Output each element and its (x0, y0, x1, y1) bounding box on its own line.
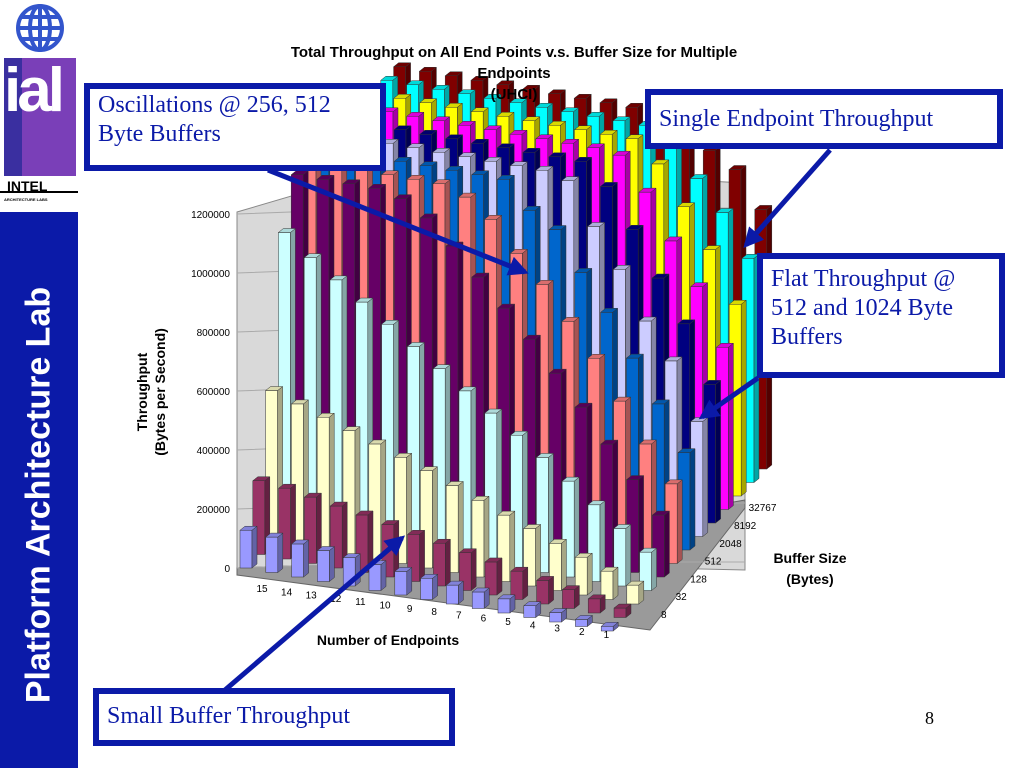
bar-ep14-buf8 (265, 532, 284, 574)
y-tick-label: 1000000 (191, 269, 230, 280)
y-tick-label: 0 (224, 564, 230, 575)
bar-ep6-buf8 (471, 587, 490, 610)
x-tick-label: 5 (505, 617, 511, 628)
z-tick-label: 512 (705, 557, 722, 568)
globe-icon (0, 4, 78, 193)
page-number: 8 (925, 708, 934, 728)
arrow-oscillations (267, 167, 529, 276)
z-tick-label: 8192 (734, 521, 757, 532)
bar-ep1-buf16 (613, 603, 632, 619)
callout-small-buffer: Small Buffer Throughput (93, 688, 455, 746)
z-axis-label-line-1: Buffer Size (773, 550, 846, 566)
callout-oscillations: Oscillations @ 256, 512 Byte Buffers (84, 83, 386, 171)
bar-ep4-buf8 (523, 601, 542, 619)
bar-ep3-buf16 (561, 585, 581, 610)
arrow-flat-throughput (698, 375, 760, 420)
y-axis-label-line-2: (Bytes per Second) (152, 328, 168, 456)
bar-ep5-buf16 (510, 566, 529, 601)
x-tick-label: 10 (379, 601, 391, 612)
x-axis-label: Number of Endpoints (317, 632, 460, 648)
sidebar: ial INTEL ARCHITECTURE LABS Platform Arc… (0, 0, 78, 768)
logo-subtitle-text: ARCHITECTURE LABS (4, 197, 48, 202)
intel-logo: ial INTEL ARCHITECTURE LABS (0, 0, 78, 212)
x-tick-label: 14 (281, 587, 293, 598)
bar-ep2-buf32 (600, 566, 619, 601)
bar-ep12-buf8 (316, 546, 336, 583)
chart-title-line-1: Total Throughput on All End Points v.s. … (291, 44, 737, 61)
y-tick-label: 600000 (197, 387, 231, 398)
bar-ep1-buf8 (600, 621, 619, 632)
z-tick-label: 32767 (749, 503, 777, 514)
y-axis-label-line-1: Throughput (134, 352, 150, 431)
x-tick-label: 3 (554, 624, 560, 635)
x-tick-label: 15 (256, 584, 268, 595)
bar-ep7-buf8 (445, 580, 465, 605)
y-tick-label: 1200000 (191, 210, 230, 221)
x-tick-label: 8 (431, 607, 437, 618)
y-tick-label: 200000 (197, 505, 231, 516)
arrow-single-endpoint (743, 148, 832, 248)
x-tick-label: 7 (456, 610, 462, 621)
z-tick-label: 128 (690, 574, 707, 585)
x-tick-label: 4 (530, 620, 536, 631)
bar-ep2-buf8 (574, 614, 594, 628)
arrow-small-buffer (223, 535, 406, 692)
bar-ep6-buf16 (484, 557, 503, 596)
x-tick-label: 13 (306, 591, 318, 602)
x-tick-label: 11 (355, 597, 366, 608)
bar-ep15-buf8 (239, 525, 258, 569)
z-axis-label-line-2: (Bytes) (786, 571, 833, 587)
bar-ep5-buf8 (497, 594, 516, 614)
bar-ep4-buf16 (535, 575, 555, 605)
bar-ep2-buf16 (587, 594, 606, 614)
bar-ep4-buf64 (561, 476, 580, 578)
z-tick-label: 8 (661, 610, 667, 621)
bar-ep8-buf16 (432, 538, 452, 587)
callout-single-endpoint: Single Endpoint Throughput (645, 89, 1003, 149)
x-tick-label: 9 (407, 604, 413, 615)
chart-title-line-2: Endpoints (477, 65, 550, 82)
bar-ep1-buf256 (664, 479, 683, 565)
callout-flat-throughput: Flat Throughput @ 512 and 1024 Byte Buff… (757, 253, 1005, 378)
bar-ep3-buf8 (548, 608, 568, 623)
x-tick-label: 1 (604, 630, 610, 641)
y-tick-label: 800000 (197, 328, 231, 339)
bar-ep9-buf8 (394, 566, 413, 596)
bar-ep3-buf32 (574, 552, 593, 596)
bar-ep13-buf8 (290, 539, 310, 578)
bar-ep8-buf8 (419, 573, 439, 601)
x-tick-label: 12 (330, 594, 342, 605)
bar-ep1-buf32 (626, 580, 645, 605)
logo-ial-text: ial (4, 56, 65, 125)
x-tick-label: 6 (481, 614, 487, 625)
z-tick-label: 32 (676, 592, 688, 603)
z-tick-label: 2048 (719, 539, 742, 550)
x-tick-label: 2 (579, 627, 585, 638)
chart-title-line-3: (UHCI) (491, 86, 538, 103)
logo-intel-text: INTEL (7, 178, 48, 194)
y-tick-label: 400000 (197, 446, 231, 457)
